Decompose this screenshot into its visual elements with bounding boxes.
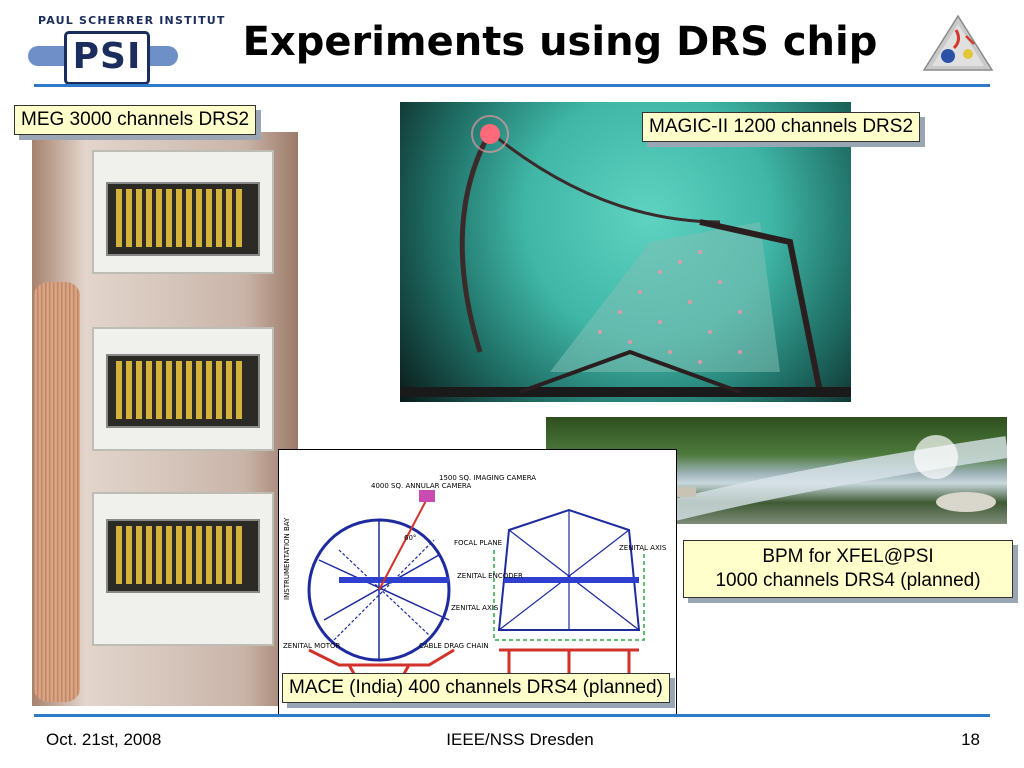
caption-bpm: BPM for XFEL@PSI 1000 channels DRS4 (pla… bbox=[683, 540, 1013, 598]
label-imaging-camera: 1500 SQ. IMAGING CAMERA bbox=[439, 474, 536, 482]
psi-logo: PAUL SCHERRER INSTITUT PSI bbox=[28, 14, 224, 85]
label-zenital-axis-right: ZENITAL AXIS bbox=[619, 544, 667, 552]
electronics-crate bbox=[106, 354, 260, 428]
label-focal-plane: FOCAL PLANE bbox=[454, 539, 502, 547]
institute-name: PAUL SCHERRER INSTITUT bbox=[38, 14, 226, 27]
rack-section-bottom bbox=[92, 492, 274, 646]
label-zenital-axis: ZENITAL AXIS bbox=[451, 604, 499, 612]
particle-triangle-icon bbox=[922, 14, 994, 72]
footer-date: Oct. 21st, 2008 bbox=[46, 730, 162, 749]
label-annular-camera: 4000 SQ. ANNULAR CAMERA bbox=[371, 482, 471, 490]
label-zenital-encoder: ZENITAL ENCODER bbox=[457, 572, 523, 580]
electronics-crate bbox=[106, 182, 260, 256]
label-angle: 60° bbox=[404, 534, 416, 542]
caption-magic: MAGIC-II 1200 channels DRS2 bbox=[642, 112, 921, 142]
header-rule bbox=[34, 84, 990, 87]
caption-meg: MEG 3000 channels DRS2 bbox=[14, 105, 257, 135]
rack-section-middle bbox=[92, 327, 274, 451]
label-cable-drag-chain: CABLE DRAG CHAIN bbox=[419, 642, 489, 650]
caption-bpm-line1: BPM for XFEL@PSI bbox=[762, 546, 934, 567]
mace-technical-drawing: 4000 SQ. ANNULAR CAMERA 1500 SQ. IMAGING… bbox=[278, 449, 677, 716]
label-instrumentation-bay: INSTRUMENTATION BAY bbox=[283, 517, 291, 600]
magic-telescope-photo bbox=[400, 102, 851, 402]
rack-section-top bbox=[92, 150, 274, 274]
label-zenital-motor: ZENITAL MOTOR bbox=[283, 642, 341, 650]
page-number: 18 bbox=[961, 730, 980, 749]
caption-mace: MACE (India) 400 channels DRS4 (planned) bbox=[282, 673, 670, 703]
psi-logo-mark: PSI bbox=[64, 31, 150, 85]
electronics-crate bbox=[106, 519, 260, 593]
footer-conference: IEEE/NSS Dresden bbox=[446, 730, 594, 749]
caption-bpm-line2: 1000 channels DRS4 (planned) bbox=[715, 570, 981, 591]
footer-rule bbox=[34, 714, 990, 717]
meg-rack-photo bbox=[32, 132, 298, 706]
cable-bundle bbox=[34, 282, 80, 702]
slide-title: Experiments using DRS chip bbox=[242, 19, 878, 65]
